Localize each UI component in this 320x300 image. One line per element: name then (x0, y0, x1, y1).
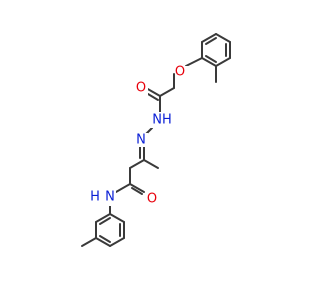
amide-carbonyl-oxygen-label: O (147, 192, 157, 207)
imine-nitrogen-label: N (136, 133, 146, 148)
ring-ether-bond (185, 57, 203, 67)
top-aromatic-ring (201, 33, 231, 67)
molecule-diagram: O O NH N O H N (81, 33, 231, 247)
amide-nitrogen-label: N (105, 190, 115, 205)
ch2-carbonyl-bond (159, 87, 175, 97)
imine-methyl-bond (143, 159, 159, 169)
hydrazide-carbonyl-oxygen-label: O (136, 81, 146, 96)
structure-canvas: O O NH N O H N (81, 33, 231, 247)
bottom-aromatic-ring (95, 213, 125, 247)
hydrazide-nh-label: NH (152, 113, 172, 128)
ether-oxygen-label: O (175, 65, 185, 80)
carbonyl-double-bond-a (145, 87, 161, 97)
imine-ch2-bond (129, 159, 145, 169)
amide-h-label: H (90, 190, 100, 205)
amide-double-bond-a (129, 183, 145, 193)
amide-n-bond (115, 183, 131, 193)
carbonyl-double-bond-b (147, 93, 159, 101)
meta-methyl-bond (81, 237, 97, 247)
amide-double-bond-b (131, 187, 143, 195)
